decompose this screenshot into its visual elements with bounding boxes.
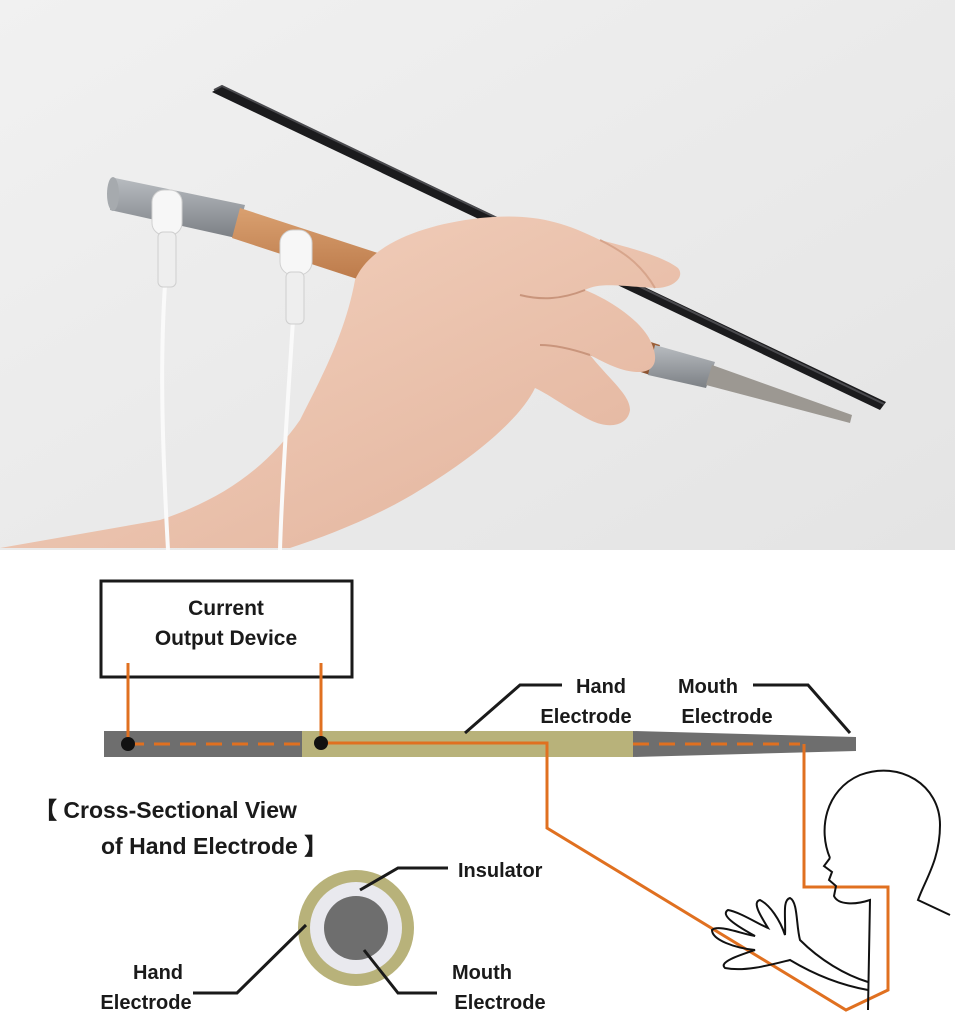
cross-section-title-line2: of Hand Electrode 】 [101, 833, 327, 859]
cross-section [298, 870, 414, 986]
device-label-line1: Current [188, 597, 264, 620]
mouth-electrode-core [324, 896, 388, 960]
insulator-leader [359, 866, 448, 892]
hand-outline-icon [710, 896, 869, 991]
electrode-connector-icon [151, 189, 313, 551]
mouth-electrode-label-line1: Mouth [678, 676, 738, 698]
cross-hand-label-line1: Hand [133, 962, 183, 984]
hand-icon [0, 216, 681, 549]
device-contact-mouth [121, 737, 135, 751]
current-output-device: Current Output Device [99, 579, 354, 679]
hand-electrode-label-line1: Hand [576, 676, 626, 698]
cross-mouth-label-line1: Mouth [452, 962, 512, 984]
cross-mouth-electrode-leader [362, 949, 437, 995]
cross-hand-electrode-leader [193, 923, 308, 995]
current-path [126, 663, 890, 1012]
cross-mouth-label-line2: Electrode [454, 992, 545, 1014]
head-icon [822, 769, 951, 1011]
device-contact-hand [314, 736, 328, 750]
hand-electrode-label-line2: Electrode [540, 706, 631, 728]
device-label-line2: Output Device [155, 627, 297, 650]
mouth-electrode-label-line2: Electrode [681, 706, 772, 728]
cross-section-title-line1: 【 Cross-Sectional View [34, 797, 297, 823]
photo [0, 0, 955, 551]
mouth-electrode-leader [753, 683, 852, 734]
insulator-label: Insulator [458, 860, 543, 882]
cross-hand-label-line2: Electrode [100, 992, 191, 1014]
schematic-diagram: Current Output Device Hand Electrode Mou… [34, 579, 951, 1014]
hand-electrode-leader [464, 683, 562, 735]
